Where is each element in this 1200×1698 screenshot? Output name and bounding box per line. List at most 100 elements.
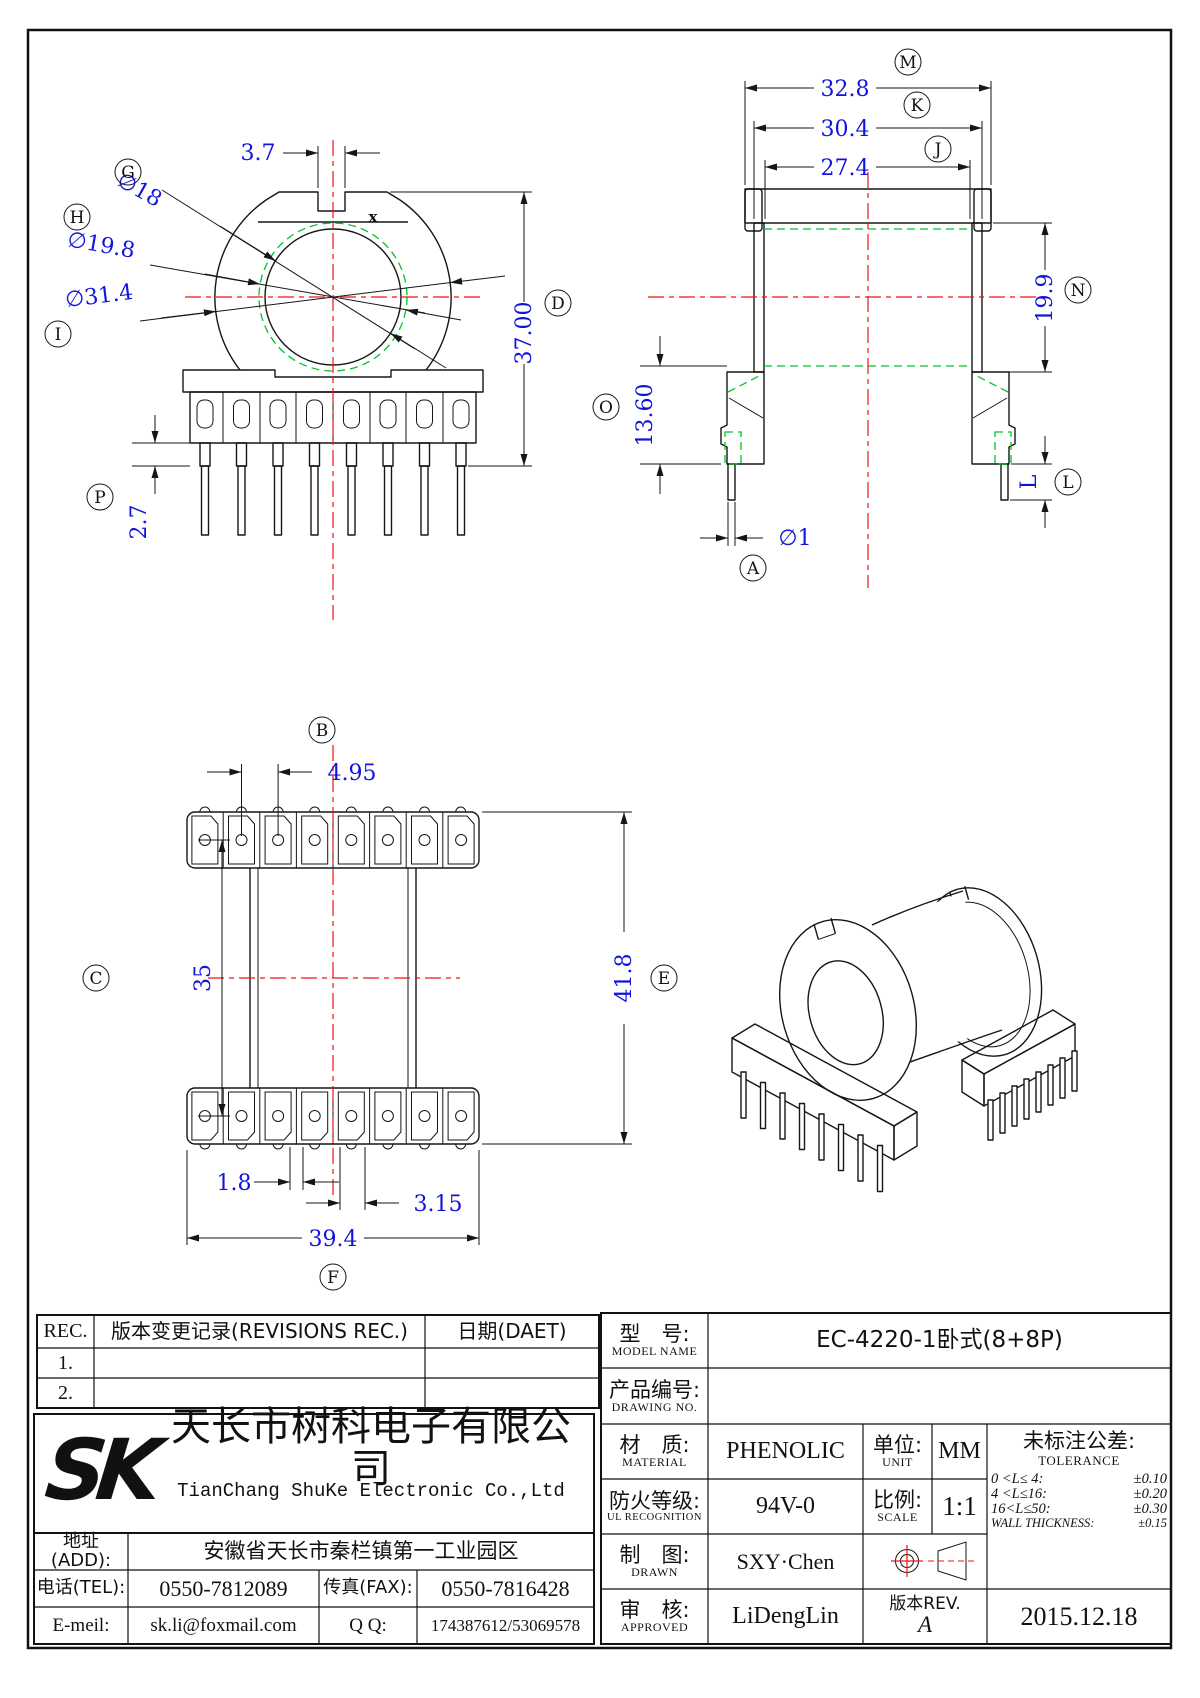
dim-dia-19-8: ∅19.8	[65, 227, 136, 263]
label-M: M	[894, 48, 922, 76]
tolerance-box: 未标注公差: TOLERANCE 0 <L≤ 4:±0.10 4 <L≤16:±…	[991, 1429, 1167, 1531]
x-mark: x	[369, 208, 379, 226]
label-N: N	[1064, 276, 1092, 304]
label-A: A	[739, 554, 767, 582]
revision-row-2: 2.	[58, 1381, 73, 1404]
title-block-grid	[33, 1312, 1172, 1645]
label-K: K	[903, 91, 931, 119]
label-I: I	[44, 320, 72, 348]
svg-text:E: E	[658, 969, 670, 989]
projection-symbol-icon	[891, 1541, 974, 1581]
svg-text:C: C	[89, 969, 102, 989]
material-value: PHENOLIC	[726, 1437, 845, 1464]
label-G: G	[114, 158, 142, 186]
scale-value: 1:1	[942, 1491, 977, 1522]
tolerance-row: 16<L≤50:±0.30	[991, 1501, 1167, 1518]
scale-label: 比例:SCALE	[872, 1488, 923, 1525]
revisions-col-rec: REC.	[43, 1320, 88, 1342]
label-E: E	[650, 964, 678, 992]
dim-pitch: 4.95	[328, 761, 377, 786]
tel-label: 电话(TEL):	[36, 1577, 126, 1599]
company-logo: SK	[41, 1420, 157, 1519]
dim-h-window: 19.9	[1033, 274, 1058, 323]
front-pins	[199, 442, 467, 536]
company-name-en: TianChang ShuKe Electronic Co.,Ltd	[177, 1480, 565, 1503]
svg-text:P: P	[94, 488, 105, 508]
svg-text:H: H	[70, 208, 85, 228]
svg-text:I: I	[55, 325, 62, 345]
fire-rating-value: 94V-0	[755, 1492, 816, 1519]
svg-text:F: F	[327, 1268, 339, 1288]
qq-value: 174387612/53069578	[430, 1615, 581, 1635]
dim-w-mid: 30.4	[821, 117, 870, 142]
fax-label: 传真(FAX):	[323, 1577, 413, 1599]
hidden-foot-lines	[724, 373, 1012, 465]
front-view: 3.7 x ∅18 ∅19.8 ∅31.4 37.00 2.7 G H I P …	[44, 140, 572, 620]
unit-label: 单位:UNIT	[872, 1433, 923, 1470]
label-C: C	[82, 964, 110, 992]
svg-text:A: A	[746, 559, 760, 579]
revision-row-1: 1.	[58, 1351, 73, 1374]
svg-text:M: M	[899, 53, 916, 73]
label-F: F	[319, 1263, 347, 1291]
drawing-no-label: 产品编号:DRAWING NO.	[608, 1377, 701, 1414]
top-view: 4.95 35 41.8 1.8 3.15 39.4 B C E F	[82, 716, 678, 1291]
dim-total-width: 39.4	[309, 1227, 358, 1252]
dim-w-inner: 27.4	[821, 156, 870, 181]
dim-offset1: 1.8	[217, 1171, 252, 1196]
dim-w-outer: 32.8	[821, 77, 870, 102]
fax-value: 0550-7816428	[441, 1575, 570, 1601]
svg-text:N: N	[1071, 281, 1086, 301]
revision-cell: 版本REV. A	[889, 1593, 961, 1638]
approved-value: LiDengLin	[732, 1602, 839, 1629]
label-B: B	[308, 716, 336, 744]
address-label: 地址(ADD):	[50, 1530, 112, 1571]
qq-label: Q Q:	[349, 1614, 387, 1636]
svg-text:K: K	[911, 96, 924, 116]
svg-text:J: J	[933, 140, 942, 160]
unit-value: MM	[938, 1437, 981, 1464]
dim-total-height-top: 41.8	[612, 954, 637, 1003]
label-L: L	[1054, 468, 1082, 496]
label-O: O	[592, 393, 620, 421]
dim-slot-width: 3.7	[241, 141, 276, 166]
iso-pins-left	[740, 1071, 884, 1193]
revisions-col-date: 日期(DAET)	[457, 1319, 567, 1343]
fire-rating-label: 防火等级:UL RECOGNITION	[607, 1488, 702, 1524]
label-J: J	[924, 135, 952, 163]
model-value: EC-4220-1卧式(8+8P)	[816, 1327, 1063, 1354]
iso-pins-right	[987, 1050, 1078, 1141]
isometric-view	[731, 885, 1078, 1193]
dim-h-base: 13.60	[633, 384, 658, 447]
dim-total-height: 37.00	[512, 302, 537, 365]
svg-text:B: B	[316, 721, 329, 741]
date-value: 2015.12.18	[1020, 1601, 1138, 1631]
side-pin-left	[727, 463, 736, 501]
label-H: H	[63, 203, 91, 231]
label-P: P	[86, 483, 114, 511]
address-value: 安徽省天长市秦栏镇第一工业园区	[203, 1539, 519, 1564]
model-label: 型 号:MODEL NAME	[611, 1322, 698, 1359]
drawing-no-value	[708, 1368, 1171, 1424]
dim-width: 35	[191, 964, 216, 992]
tolerance-row: WALL THICKNESS:±0.15	[991, 1516, 1167, 1531]
svg-text:L: L	[1062, 473, 1073, 493]
approved-label: 审 核:APPROVED	[619, 1598, 690, 1635]
email-label: E-meil:	[52, 1614, 110, 1636]
sheet-border	[26, 28, 1173, 1650]
tolerance-row: 0 <L≤ 4:±0.10	[991, 1470, 1167, 1487]
label-D: D	[544, 289, 572, 317]
email-value: sk.li@foxmail.com	[150, 1614, 297, 1636]
side-view: 32.8 30.4 27.4 19.9 13.60 L ∅1 M K J N	[592, 48, 1092, 588]
revisions-col-desc: 版本变更记录(REVISIONS REC.)	[111, 1319, 408, 1343]
drawn-label: 制 图:DRAWN	[619, 1543, 690, 1580]
tolerance-row: 4 <L≤16:±0.20	[991, 1485, 1167, 1502]
tel-value: 0550-7812089	[159, 1575, 288, 1601]
dim-pin-dia: ∅1	[778, 526, 811, 551]
dim-offset2: 3.15	[414, 1192, 463, 1217]
material-label: 材 质:MATERIAL	[619, 1433, 690, 1470]
dim-dia-31-4: ∅31.4	[64, 280, 135, 313]
dim-pin-length: L	[1017, 474, 1042, 489]
